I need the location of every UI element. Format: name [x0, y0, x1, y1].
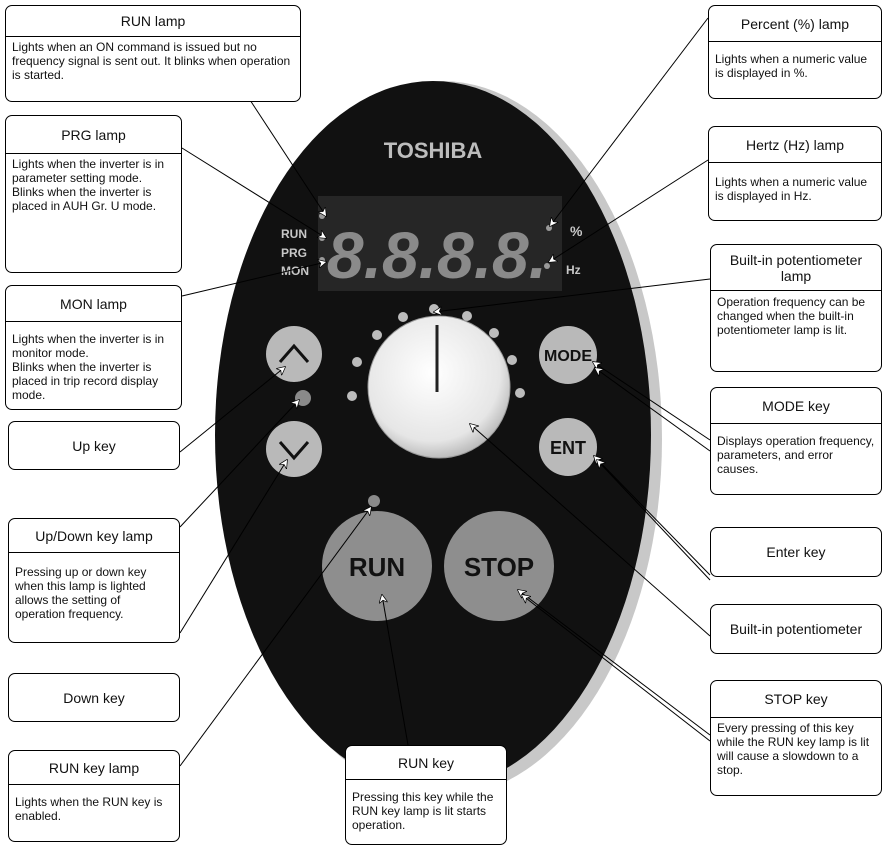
- callout-title: Built-in potentiometer: [729, 621, 863, 637]
- callout-mon-lamp: MON lamp Lights when the inverter is in …: [5, 285, 182, 410]
- callout-title: Up/Down key lamp: [9, 519, 179, 553]
- callout-text: Lights when the inverter is in parameter…: [12, 157, 165, 213]
- run-key-lamp: [368, 495, 380, 507]
- callout-title: MON lamp: [6, 286, 181, 322]
- callout-title: Down key: [63, 689, 125, 706]
- ent-key-label: ENT: [550, 438, 586, 458]
- display-digits: 8.8.8.8.: [327, 218, 547, 292]
- mon-lamp-label: MON: [281, 264, 309, 278]
- callout-up-key: Up key: [8, 421, 180, 470]
- chevron-up-icon: [278, 343, 310, 363]
- chevron-down-icon: [278, 441, 310, 461]
- run-key-label: RUN: [349, 552, 405, 582]
- callout-updown-lamp: Up/Down key lamp Pressing up or down key…: [8, 518, 180, 643]
- mode-key-label: MODE: [544, 348, 592, 365]
- callout-hz-lamp: Hertz (Hz) lamp Lights when a numeric va…: [708, 126, 882, 221]
- callout-title: MODE key: [711, 388, 881, 424]
- callout-run-key: RUN key Pressing this key while the RUN …: [345, 745, 507, 845]
- prg-lamp-label: PRG: [281, 246, 307, 260]
- callout-down-key: Down key: [8, 673, 180, 722]
- callout-title: PRG lamp: [6, 116, 181, 154]
- callout-text: Every pressing of this key while the RUN…: [717, 721, 870, 777]
- hz-lamp: [544, 263, 550, 269]
- ent-key[interactable]: [539, 418, 597, 476]
- callout-enter-key: Enter key: [710, 527, 882, 577]
- callout-title: Percent (%) lamp: [709, 6, 881, 42]
- callout-text: Pressing this key while the RUN key lamp…: [352, 790, 494, 832]
- callout-text: Lights when the inverter is in monitor m…: [12, 332, 165, 402]
- callout-percent-lamp: Percent (%) lamp Lights when a numeric v…: [708, 5, 882, 99]
- updown-key-lamp: [295, 390, 311, 406]
- callout-title: Hertz (Hz) lamp: [709, 127, 881, 163]
- callout-text: Lights when an ON command is issued but …: [12, 40, 291, 82]
- percent-label: %: [570, 223, 583, 239]
- callout-text: Displays operation frequency, parameters…: [717, 434, 875, 476]
- callout-title: Enter key: [766, 544, 826, 560]
- callout-stop-key: STOP key Every pressing of this key whil…: [710, 680, 882, 796]
- potentiometer-knob[interactable]: [367, 315, 511, 459]
- callout-mode-key: MODE key Displays operation frequency, p…: [710, 387, 882, 495]
- callout-text: Lights when a numeric value is displayed…: [715, 52, 868, 80]
- down-key[interactable]: [266, 421, 322, 477]
- callout-prg-lamp: PRG lamp Lights when the inverter is in …: [5, 115, 182, 273]
- run-key[interactable]: [322, 511, 432, 621]
- callout-text: Lights when the RUN key is enabled.: [15, 795, 163, 823]
- callout-potentiometer: Built-in potentiometer: [710, 604, 882, 654]
- brand-logo: TOSHIBA: [384, 138, 483, 163]
- callout-pot-lamp: Built-in potentiometer lamp Operation fr…: [710, 244, 882, 372]
- stop-key-label: STOP: [464, 552, 534, 582]
- run-lamp-label: RUN: [281, 227, 307, 241]
- callout-run-key-lamp: RUN key lamp Lights when the RUN key is …: [8, 750, 180, 842]
- led-display: [318, 196, 562, 291]
- callout-title: RUN lamp: [6, 6, 300, 37]
- mode-key[interactable]: [539, 326, 597, 384]
- callout-title: RUN key: [346, 746, 506, 780]
- percent-lamp: [546, 225, 552, 231]
- callout-run-lamp: RUN lamp Lights when an ON command is is…: [5, 5, 301, 102]
- callout-title: Built-in potentiometer lamp: [711, 245, 881, 291]
- callout-title: RUN key lamp: [9, 751, 179, 785]
- hz-label: Hz: [566, 263, 581, 277]
- callout-text: Operation frequency can be changed when …: [717, 295, 866, 337]
- leader-lines: [179, 17, 711, 767]
- callout-text: Lights when a numeric value is displayed…: [715, 175, 868, 203]
- up-key[interactable]: [266, 326, 322, 382]
- callout-text: Pressing up or down key when this lamp i…: [15, 565, 147, 621]
- callout-title: STOP key: [711, 681, 881, 718]
- potentiometer-scale-lamps: [347, 304, 525, 401]
- callout-title: Up key: [72, 437, 116, 454]
